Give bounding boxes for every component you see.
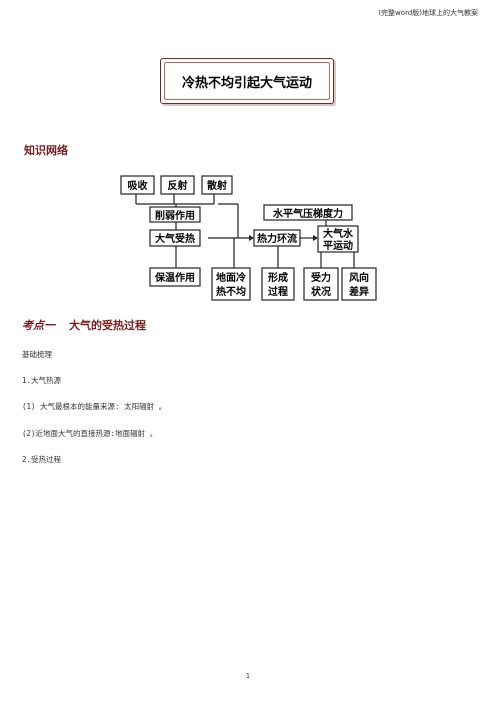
box-atmo-heat: 大气受热 [149, 229, 201, 247]
title-box-inner: 冷热不均引起大气运动 [164, 62, 330, 100]
box-scatter: 散射 [201, 175, 233, 195]
box-insulation: 保温作用 [149, 267, 201, 287]
box-formation: 形成 过程 [261, 267, 295, 301]
box-horizontal-motion: 大气水 平运动 [317, 225, 359, 253]
box-thermal-circulation-label: 热力环流 [257, 232, 297, 245]
title-box: 冷热不均引起大气运动 [160, 58, 334, 104]
basics-heading: 基础梳理 [22, 350, 52, 359]
page-header: (完整word版)地球上的大气教案 [378, 9, 478, 17]
page-number: 1 [245, 672, 251, 680]
box-ground-line1: 地面冷 [216, 271, 246, 284]
arrow-to-circulation [249, 235, 254, 241]
box-wind-line1: 风向 [349, 271, 369, 284]
box-horizontal-motion-line2: 平运动 [323, 239, 353, 252]
knowledge-network-diagram: 吸收 反射 散射 削弱作用 大气受热 保温作用 地面冷 热不均 热力环流 形成 … [120, 175, 377, 301]
box-pressure-gradient-label: 水平气压梯度力 [272, 207, 343, 220]
section-heading-knowledge-network: 知识网络 [24, 144, 68, 157]
item-1-2: (2)近地面大气的直接热源:地面辐射 。 [22, 429, 158, 438]
item-2: 2.受热过程 [22, 455, 62, 464]
box-wind: 风向 差异 [341, 267, 377, 301]
box-horizontal-motion-line1: 大气水 [323, 227, 354, 240]
box-insulation-label: 保温作用 [154, 271, 195, 284]
box-weaken-label: 削弱作用 [155, 209, 195, 222]
box-reflect-label: 反射 [168, 179, 188, 192]
box-force-line2: 状况 [311, 285, 331, 298]
box-wind-line2: 差异 [349, 285, 369, 298]
box-pressure-gradient: 水平气压梯度力 [263, 204, 353, 221]
diagram-connectors [135, 194, 355, 268]
kaodian-heading: 考点一 大气的受热过程 [22, 317, 146, 333]
box-absorb-label: 吸收 [128, 179, 148, 192]
box-scatter-label: 散射 [207, 179, 227, 192]
page-title: 冷热不均引起大气运动 [181, 75, 312, 91]
box-formation-line1: 形成 [268, 271, 288, 284]
box-formation-line2: 过程 [268, 285, 288, 298]
box-reflect: 反射 [160, 175, 195, 195]
box-atmo-heat-label: 大气受热 [155, 232, 195, 245]
item-1-1: (1) 大气最根本的能量来源: 太阳辐射 。 [22, 402, 167, 411]
item-1: 1.大气热源 [22, 376, 62, 385]
box-weaken: 削弱作用 [149, 206, 201, 223]
box-absorb: 吸收 [120, 175, 155, 195]
arrow-to-motion [313, 235, 318, 241]
kaodian-label: 考点一 [22, 319, 55, 332]
box-force: 受力 状况 [303, 267, 339, 301]
kaodian-title: 大气的受热过程 [69, 319, 146, 332]
box-force-line1: 受力 [311, 271, 331, 284]
box-thermal-circulation: 热力环流 [253, 229, 301, 247]
box-ground-line2: 热不均 [216, 285, 246, 298]
box-ground: 地面冷 热不均 [211, 267, 251, 301]
